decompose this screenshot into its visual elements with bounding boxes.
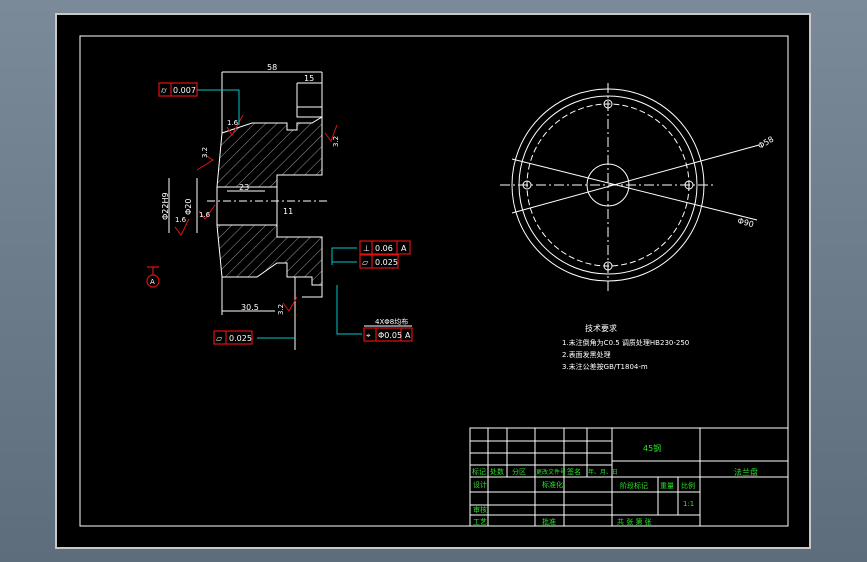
dim-58: 58 — [267, 63, 277, 72]
roughness-3-2b: 3.2 — [332, 136, 340, 147]
tol4-value: 0.025 — [229, 334, 252, 343]
tb-header-sign: 签名 — [567, 467, 581, 476]
tolerance-frame-3[interactable]: ▱ 0.025 — [359, 254, 399, 269]
tol2-datum: A — [401, 244, 407, 253]
tb-standard: 标准化 — [542, 480, 563, 489]
tech-req-line3: 3.未注公差按GB/T1804-m — [562, 362, 648, 371]
roughness-3-2c: 3.2 — [277, 304, 285, 315]
tb-header-zone: 分区 — [512, 467, 526, 476]
tb-scale-label: 比例 — [681, 481, 695, 490]
dim-23: 23 — [239, 183, 249, 192]
tol2-value: 0.06 — [375, 244, 393, 253]
dim-30-5: 30.5 — [241, 303, 259, 312]
tol3-value: 0.025 — [375, 258, 398, 267]
tol1-value: 0.007 — [173, 86, 196, 95]
tech-req-line1: 1.未注倒角为C0.5 调质处理HB230-250 — [562, 338, 689, 347]
tol1-symbol: ⌭ — [161, 86, 167, 95]
dim-11: 11 — [283, 207, 293, 216]
technical-requirements: 技术要求 1.未注倒角为C0.5 调质处理HB230-250 2.表面发黑处理 … — [562, 323, 689, 371]
section-view: 58 15 23 30.5 Φ20 Φ22H9 11 1.6 3.2 — [161, 63, 362, 350]
tol5-value: Φ0.05 — [378, 331, 402, 340]
tb-approve: 批准 — [542, 517, 556, 526]
roughness-1-6: 1.6 — [227, 119, 239, 127]
roughness-3-2: 3.2 — [201, 147, 209, 158]
dim-bore: Φ20 — [184, 199, 193, 215]
tb-stage-mark: 阶段标记 — [620, 481, 648, 490]
dim-outer: Φ90 — [736, 216, 754, 229]
tol5-symbol: ⌖ — [366, 331, 371, 340]
tb-process: 工艺 — [473, 518, 487, 526]
dim-bore-label: Φ22H9 — [161, 192, 170, 220]
dim-15: 15 — [304, 74, 314, 83]
tol4-symbol: ▱ — [216, 334, 223, 343]
tb-sheets: 共 张 第 张 — [617, 517, 652, 526]
tb-review: 审核 — [473, 505, 487, 514]
tolerance-frame-1[interactable]: ⌭ 0.007 — [158, 82, 198, 97]
datum-a-label: A — [150, 278, 155, 286]
tol5-datum: A — [405, 331, 411, 340]
tb-design: 设计 — [473, 480, 487, 489]
drawing-svg: 58 15 23 30.5 Φ20 Φ22H9 11 1.6 3.2 — [79, 35, 789, 527]
tb-header-count: 处数 — [490, 467, 504, 476]
tb-weight: 重量 — [660, 482, 674, 490]
dim-pcd: Φ58 — [757, 135, 776, 151]
tolerance-frame-4[interactable]: ▱ 0.025 — [213, 330, 253, 345]
tb-material: 45钢 — [643, 443, 661, 453]
tech-req-title: 技术要求 — [585, 323, 617, 333]
circle-view: Φ58 Φ90 — [500, 83, 775, 293]
tb-header-date: 年、月、日 — [588, 468, 618, 476]
title-block — [469, 427, 789, 527]
tb-scale: 1:1 — [683, 500, 694, 508]
tb-header-mark: 标记 — [472, 467, 486, 476]
tolerance-frame-2[interactable]: ⊥ 0.06 A — [359, 240, 411, 255]
tech-req-line2: 2.表面发黑处理 — [562, 350, 611, 359]
tb-part-name: 法兰盘 — [734, 467, 758, 477]
tol3-symbol: ▱ — [362, 258, 369, 267]
roughness-1-6c: 1.6 — [175, 216, 187, 224]
datum-a-symbol[interactable]: A — [146, 266, 160, 288]
tb-header-doc: 更改文件号 — [536, 468, 566, 476]
drawing-border — [79, 35, 789, 527]
drawing-canvas[interactable]: 58 15 23 30.5 Φ20 Φ22H9 11 1.6 3.2 — [55, 13, 811, 549]
roughness-1-6b: 1.6 — [199, 211, 211, 219]
holes-note: 4XΦ8均布 — [375, 317, 408, 326]
tol2-symbol: ⊥ — [363, 244, 370, 253]
tolerance-frame-5[interactable]: ⌖ Φ0.05 A — [363, 327, 413, 342]
